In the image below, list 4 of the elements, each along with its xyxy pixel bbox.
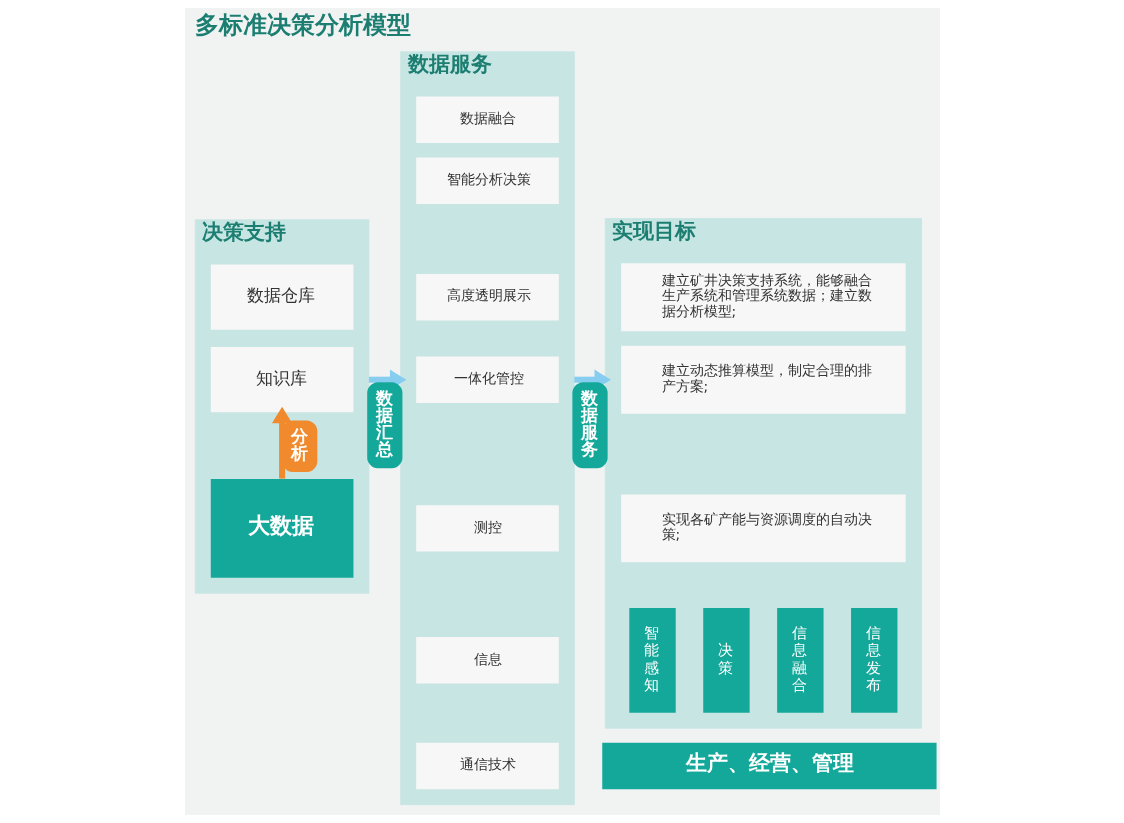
edge-label: 分析 xyxy=(290,426,308,464)
diagram-title: 多标准决策分析模型 xyxy=(194,11,411,40)
edge-label: 数据汇总 xyxy=(375,387,393,460)
edge-label: 数据服务 xyxy=(580,387,598,460)
